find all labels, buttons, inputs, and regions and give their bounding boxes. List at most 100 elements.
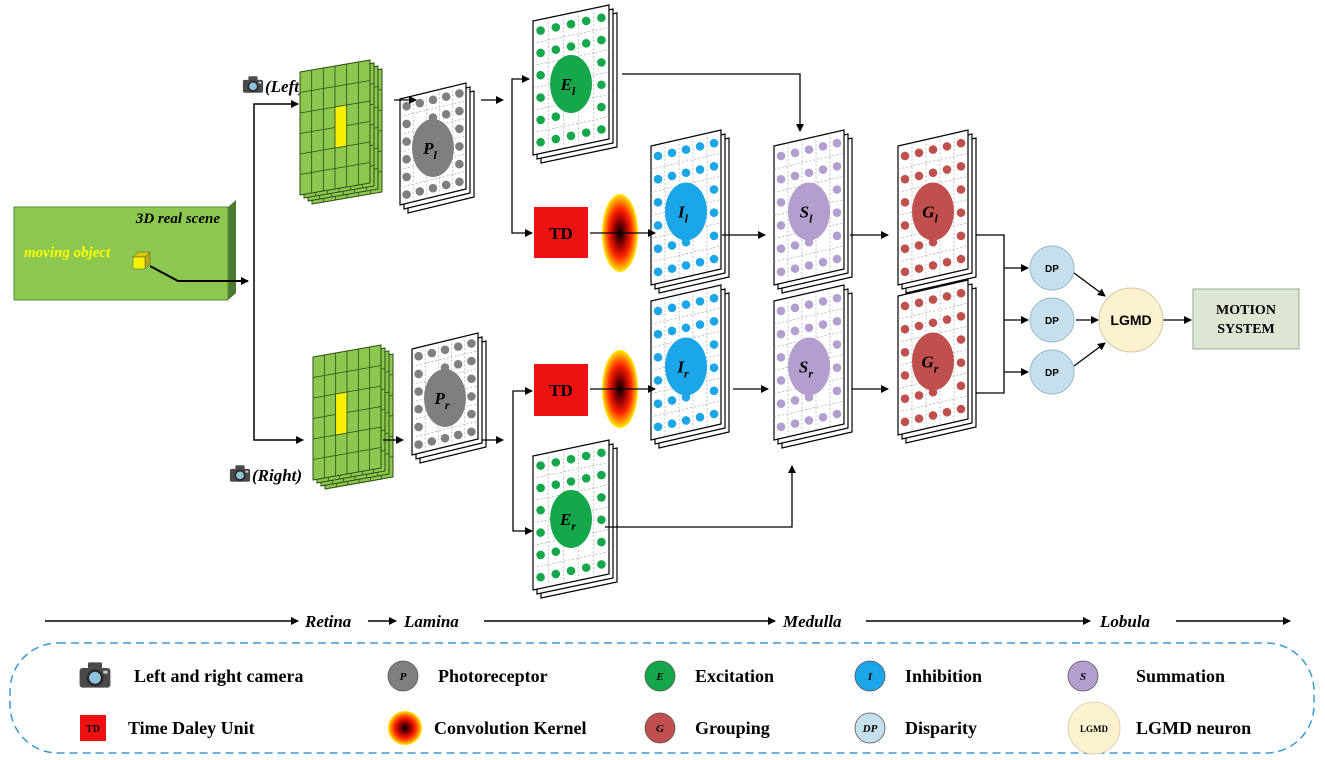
neuron-dot [597, 58, 606, 67]
summation-symbol-icon [1067, 660, 1099, 692]
retina-grid-left [299, 59, 383, 205]
td-unit-left-label: TD [549, 224, 573, 243]
stage-lamina: Lamina [403, 612, 459, 631]
neuron-dot [551, 23, 561, 32]
neuron-dot [455, 106, 464, 116]
neuron-dot [695, 165, 705, 174]
neuron-dot [709, 363, 719, 372]
neuron-dot [455, 142, 464, 151]
svg-text:LGMD: LGMD [1110, 312, 1151, 328]
excitation-symbol-text: E [655, 671, 663, 683]
neuron-dot [900, 244, 910, 253]
neuron-dot [914, 414, 924, 423]
neuron-dot [597, 515, 606, 525]
neuron-dot [653, 329, 663, 339]
neuron-dot [653, 422, 663, 432]
neuron-dot [709, 340, 719, 349]
neuron-dot [900, 371, 910, 380]
neuron-dot [832, 386, 842, 396]
neuron-dot [695, 142, 705, 151]
legend-label-grouping: Grouping [695, 718, 770, 738]
neuron-dot [453, 342, 463, 351]
neuron-dot [832, 363, 842, 372]
neuron-dot [681, 323, 691, 333]
neuron-dot [695, 257, 705, 267]
neuron-dot [956, 358, 966, 367]
neuron-dot [414, 440, 423, 449]
legend-label-photoreceptor: Photoreceptor [438, 666, 548, 686]
neuron-dot [709, 317, 719, 326]
neuron-dot [441, 92, 451, 101]
neuron-dot [566, 131, 576, 141]
td-unit-right: TD [534, 364, 588, 416]
neuron-dot [441, 110, 451, 119]
neuron-dot [536, 461, 545, 470]
neuron-dot [942, 257, 952, 267]
neuron-dot [776, 306, 786, 316]
photoreceptor-neuron-core [424, 369, 466, 427]
td-symbol-text: TD [86, 724, 100, 735]
svg-text:DP: DP [1045, 368, 1059, 379]
neuron-dot [536, 528, 545, 537]
neuron-dot [942, 292, 952, 301]
inhibition-symbol-text: I [867, 671, 873, 683]
neuron-dot [776, 221, 786, 230]
neuron-dot [440, 345, 450, 355]
neuron-dot [536, 505, 545, 515]
neuron-dot [453, 360, 463, 369]
neuron-dot [790, 419, 800, 428]
camera-icon [79, 662, 111, 688]
neuron-dot [681, 416, 691, 425]
excitation-layer-right: Er [532, 439, 618, 599]
legend-border [9, 642, 1315, 754]
neuron-dot [914, 264, 924, 273]
neuron-dot [681, 300, 691, 309]
photoreceptor-symbol-icon [387, 660, 419, 692]
neuron-dot [536, 48, 545, 58]
neuron-dot [956, 312, 966, 321]
neuron-dot [681, 168, 691, 178]
neuron-dot [790, 241, 800, 250]
neuron-dot [790, 326, 800, 336]
neuron-dot [428, 183, 438, 193]
neuron-dot [467, 356, 476, 366]
summation-neuron-core [788, 182, 830, 241]
neuron-dot [818, 412, 828, 422]
neuron-dot [581, 128, 591, 137]
legend-label-lgmd-neuron: LGMD neuron [1136, 718, 1251, 738]
neuron-dot [597, 470, 606, 480]
neuron-dot [928, 168, 938, 178]
camera-right-label: (Right) [252, 466, 302, 485]
neuron-dot [709, 162, 719, 171]
legend-label-convolution-kernel: Convolution Kernel [434, 718, 587, 738]
neuron-dot [427, 437, 437, 446]
neuron-dot [776, 422, 786, 432]
neuron-dot [653, 306, 663, 316]
neuron-dot [427, 348, 437, 358]
neuron-dot [832, 293, 842, 303]
stage-lobula: Lobula [1099, 612, 1151, 631]
real-scene: 3D real scene moving object [13, 200, 249, 301]
disparity-unit-3: DP [1029, 349, 1075, 395]
neuron-dot [818, 165, 828, 174]
neuron-dot [681, 261, 691, 270]
neuron-dot [566, 42, 576, 51]
neuron-dot [818, 142, 828, 151]
neuron-dot [536, 70, 545, 80]
scene-title: 3D real scene [135, 211, 220, 227]
grouping-neuron-core [912, 332, 954, 391]
neuron-dot [581, 39, 591, 48]
neuron-dot [667, 148, 677, 158]
neuron-dot [956, 288, 966, 298]
neuron-dot [581, 474, 591, 483]
excitation-neuron-core [550, 55, 592, 113]
neuron-dot [928, 318, 938, 328]
neuron-dot [597, 448, 606, 458]
neuron-dot [914, 171, 924, 181]
neuron-dot [667, 396, 677, 405]
neuron-dot [804, 300, 814, 309]
